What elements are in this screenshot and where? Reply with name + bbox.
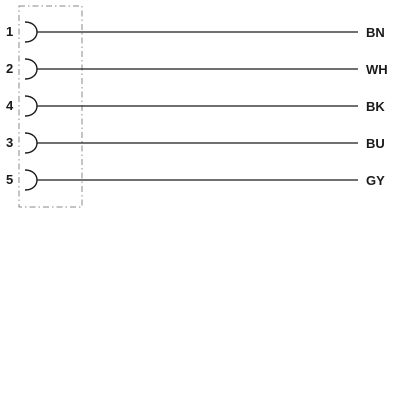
pin-row: 2 WH <box>6 58 388 80</box>
pin-number: 2 <box>6 61 13 76</box>
wire-color-label: WH <box>366 62 388 77</box>
wire-color-label: BN <box>366 25 385 40</box>
pin-number: 4 <box>6 98 14 113</box>
pin-number: 1 <box>6 24 13 39</box>
socket-contact-icon <box>24 58 38 80</box>
pin-row: 1 BN <box>6 21 385 43</box>
pin-row: 5 GY <box>6 169 385 191</box>
pin-row: 4 BK <box>6 95 385 117</box>
pin-row: 3 BU <box>6 132 385 154</box>
wire-color-label: BU <box>366 136 385 151</box>
wire-color-label: BK <box>366 99 385 114</box>
socket-contact-icon <box>24 95 38 117</box>
pin-number: 3 <box>6 135 13 150</box>
pins-group: 1 BN 2 WH 4 BK 3 BU 5 GY <box>6 21 388 191</box>
wire-color-label: GY <box>366 173 385 188</box>
socket-contact-icon <box>24 21 38 43</box>
socket-contact-icon <box>24 169 38 191</box>
socket-contact-icon <box>24 132 38 154</box>
pin-number: 5 <box>6 172 13 187</box>
